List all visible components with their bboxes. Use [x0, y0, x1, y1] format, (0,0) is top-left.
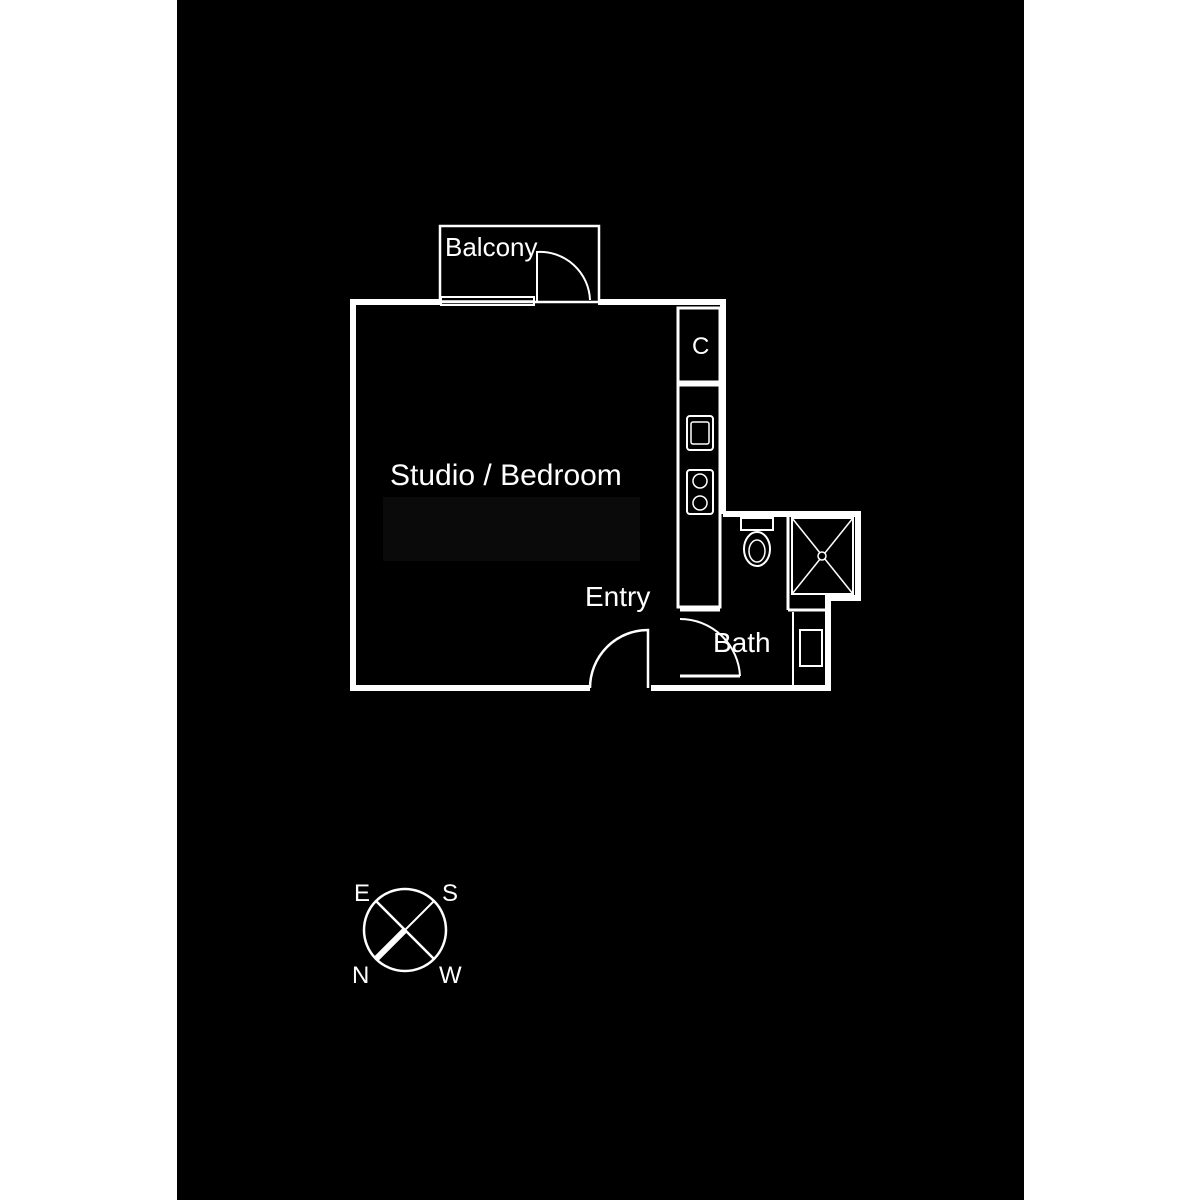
- plan-background: [177, 0, 1024, 1200]
- entry-door-swing: [588, 628, 650, 689]
- closet-outline: [676, 306, 722, 384]
- bathroom-wall: [723, 511, 861, 610]
- entry-bottom-wall: [651, 610, 831, 691]
- studio-label: Studio / Bedroom: [390, 459, 622, 492]
- compass-label-w: W: [439, 962, 462, 989]
- compass-icon: [362, 887, 448, 973]
- studio-outer-wall: [350, 299, 726, 691]
- closet-label: C: [692, 333, 709, 360]
- shower-icon: [791, 517, 854, 595]
- bath-label: Bath: [713, 627, 771, 658]
- vanity-icon: [799, 629, 823, 667]
- compass-label-e: E: [354, 880, 370, 907]
- sink-icon: [686, 415, 714, 451]
- cooktop-icon: [686, 469, 714, 515]
- kitchen-bench: [676, 383, 722, 609]
- compass-label-s: S: [442, 880, 458, 907]
- bath-door-swing: [679, 617, 741, 677]
- entry-label: Entry: [585, 581, 650, 612]
- balcony-outline: [438, 224, 601, 304]
- redaction-block: [383, 497, 640, 561]
- toilet-bowl-icon: [743, 531, 771, 567]
- balcony-door-swing: [536, 250, 591, 302]
- toilet-cistern-icon: [740, 517, 774, 531]
- compass-label-n: N: [352, 962, 369, 989]
- balcony-label: Balcony: [445, 232, 538, 262]
